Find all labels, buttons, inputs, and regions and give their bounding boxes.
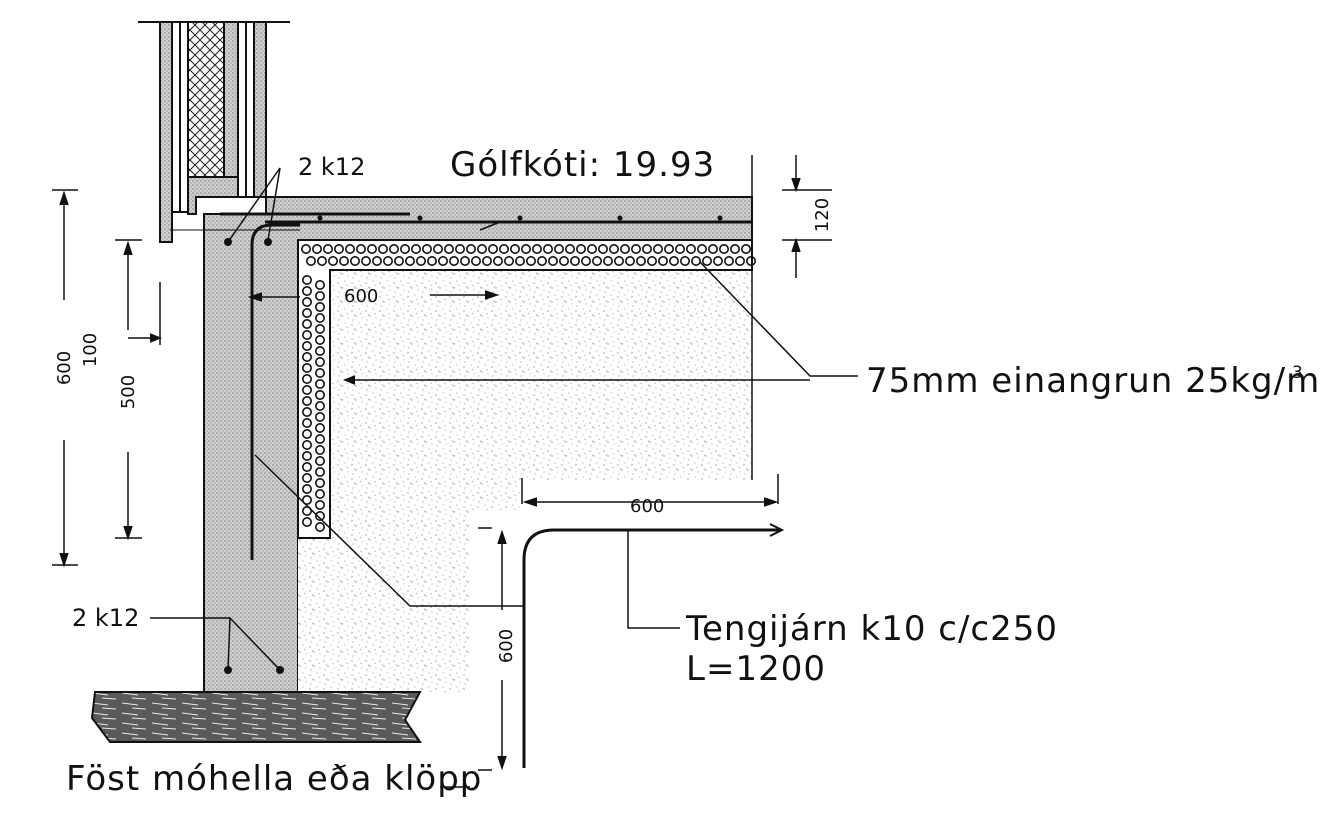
dim-bar-horizontal: 600: [630, 496, 664, 517]
dim-bar-vertical: 600: [496, 629, 517, 663]
floor-level-label: Gólfkóti: 19.93: [450, 145, 715, 185]
dimension-lines: [52, 155, 832, 771]
leader-lines: [150, 167, 858, 788]
bottom-rebar-label: 2 k12: [72, 604, 139, 632]
dim-bar-wall: 600: [344, 286, 378, 307]
tie-bar: [522, 523, 785, 768]
upper-wall: [138, 21, 290, 243]
dim-wall-height-outer: 600: [54, 351, 75, 385]
compacted-fill: [298, 270, 753, 692]
dim-wall-offset: 100: [80, 333, 101, 367]
tie-bars-length-label: L=1200: [686, 649, 826, 689]
insulation-unit-superscript: 3: [1292, 363, 1303, 383]
insulation-label: 75mm einangrun 25kg/m: [866, 361, 1320, 401]
foundation-label: Föst móhella eða klöpp: [66, 759, 482, 799]
top-rebar-label: 2 k12: [298, 153, 365, 181]
bedrock-ground: [90, 691, 422, 743]
dim-slab-thickness: 120: [812, 198, 833, 232]
tie-bars-label: Tengijárn k10 c/c250: [685, 609, 1058, 649]
dim-wall-height-inner: 500: [118, 375, 139, 409]
